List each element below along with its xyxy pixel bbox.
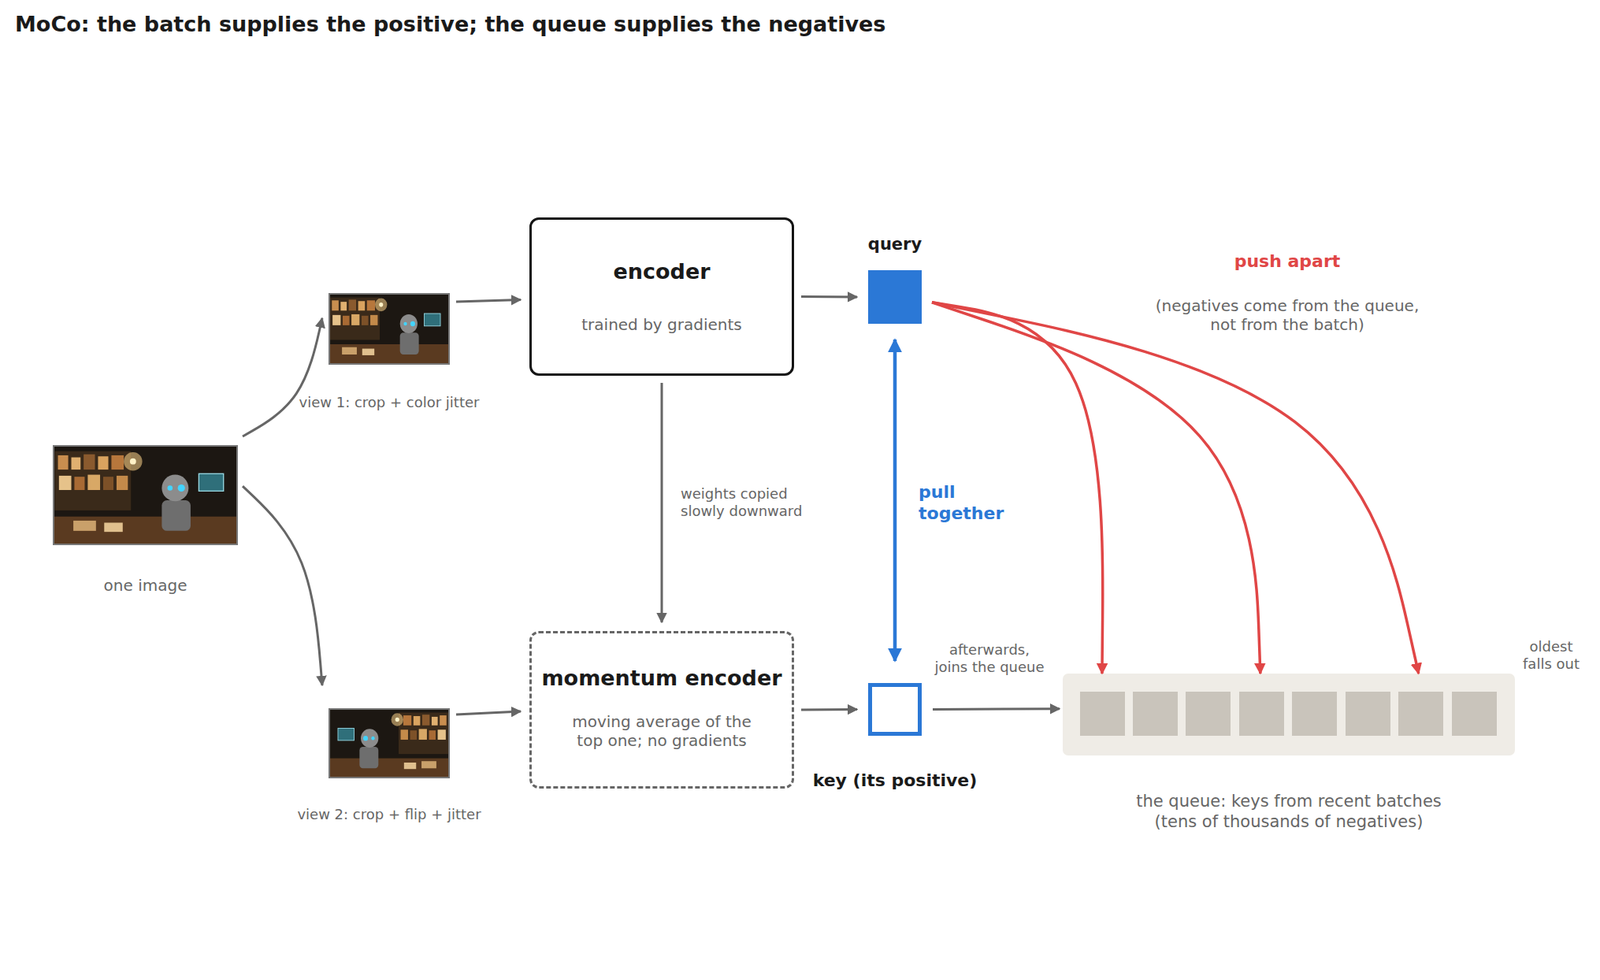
view-photo-flipped: [328, 708, 450, 779]
connector-label: weights copied slowly downward: [680, 485, 815, 520]
queue-band: the queue: keys from recent batches (ten…: [1062, 673, 1515, 756]
arrow-connector: [893, 339, 898, 661]
connector-label: pull together: [918, 482, 1018, 525]
node-label: one image: [103, 575, 188, 595]
arrow-connector: [801, 295, 858, 299]
queue-slot: [1398, 691, 1444, 736]
view-thumbnail: view 1: crop + color jitter: [328, 293, 450, 365]
queue-slot: [1185, 691, 1231, 736]
arrow-connector: [932, 707, 1060, 711]
diagram-title: MoCo: the batch supplies the positive; t…: [14, 11, 886, 37]
query-vector: query: [868, 270, 922, 324]
key-vector: key (its positive): [868, 683, 922, 736]
view-photo: [328, 708, 450, 779]
connector-group: [242, 296, 1419, 716]
annotation-label: push apart: [1234, 251, 1341, 273]
arrow-connector: [931, 302, 1419, 674]
input-photo: [52, 445, 238, 546]
queue-slot: [1451, 691, 1497, 736]
queue-slot: [1080, 691, 1125, 736]
node-label: view 1: crop + color jitter: [299, 393, 480, 412]
arrow-connector: [801, 708, 858, 712]
view-photo: [328, 293, 450, 365]
arrow-connector: [242, 486, 323, 686]
connector-label: afterwards, joins the queue: [932, 641, 1047, 676]
arrow-connector: [456, 711, 521, 715]
annotation-label: (negatives come from the queue, not from…: [1147, 296, 1428, 335]
arrow-connector: [931, 302, 1261, 674]
arrow-connector: [456, 300, 521, 302]
annotation-label: oldest falls out: [1518, 638, 1586, 673]
node-label: key (its positive): [812, 770, 978, 792]
view-thumbnail: view 2: crop + flip + jitter: [328, 708, 450, 779]
node-label: trained by gradients: [581, 315, 742, 335]
arrow-connector: [660, 382, 664, 623]
node-label: momentum encoder: [541, 665, 782, 692]
arrow-connector: [931, 302, 1103, 674]
node-label: the queue: keys from recent batches (ten…: [1123, 791, 1455, 832]
queue-slot: [1345, 691, 1391, 736]
momentum-encoder-box: momentum encoder moving average of the to…: [529, 631, 795, 789]
node-label: view 2: crop + flip + jitter: [296, 805, 481, 824]
queue-slot: [1239, 691, 1285, 736]
input-image: one image: [52, 445, 238, 546]
arrow-connector: [242, 318, 323, 437]
encoder-box: encoder trained by gradients: [529, 217, 795, 376]
queue-slot: [1132, 691, 1178, 736]
queue-slot: [1291, 691, 1337, 736]
node-label: encoder: [612, 259, 710, 286]
node-label: moving average of the top one; no gradie…: [565, 712, 759, 751]
node-label: query: [868, 234, 922, 256]
